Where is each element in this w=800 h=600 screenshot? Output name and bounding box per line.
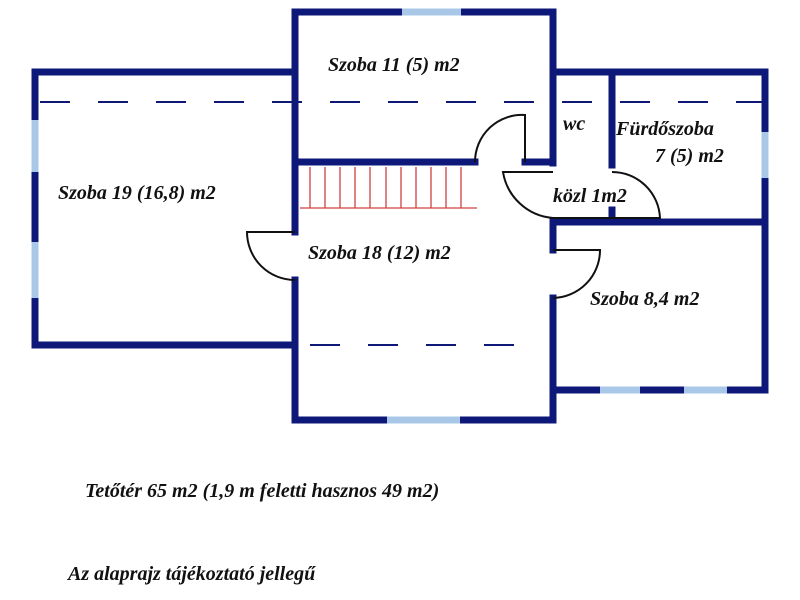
disclaimer-note: Az alaprajz tájékoztató jellegű: [68, 563, 316, 585]
room-label-szoba-18: Szoba 18 (12) m2: [308, 242, 451, 264]
room-label-szoba-19: Szoba 19 (16,8) m2: [58, 182, 216, 204]
stairs: [300, 167, 477, 209]
room-label-kozl: közl 1m2: [553, 185, 627, 207]
room-label-szoba-11: Szoba 11 (5) m2: [328, 54, 460, 76]
dashed-lines: [40, 101, 765, 346]
room-label-wc: wc: [563, 113, 586, 135]
doors: [245, 113, 662, 299]
walls: [31, 8, 769, 424]
room-label-szoba-8: Szoba 8,4 m2: [590, 288, 700, 310]
area-note: Tetőtér 65 m2 (1,9 m feletti hasznos 49 …: [85, 480, 440, 502]
room-label-furdoszoba: Fürdőszoba: [616, 118, 714, 140]
windows: [31, 8, 769, 424]
room-label-furdoszoba-area: 7 (5) m2: [655, 145, 724, 167]
